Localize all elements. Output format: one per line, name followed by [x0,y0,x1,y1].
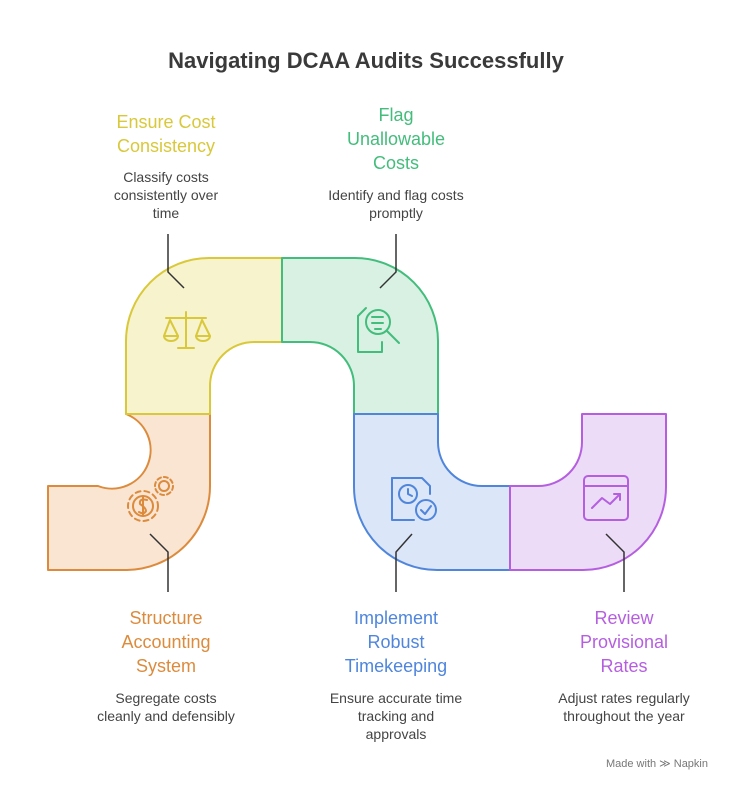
connector-structure [149,533,169,592]
connector-timekeeping [395,533,413,592]
segment-timekeeping [353,413,511,571]
connector-consistency [167,234,185,289]
step-label-rates: Review Provisional Rates [579,608,669,676]
step-label-timekeeping: Implement Robust Timekeeping [344,608,448,676]
trend-chart-icon [583,475,629,521]
document-search-icon [357,307,400,353]
step-desc-timekeeping: Ensure accurate time tracking and approv… [329,690,463,742]
segment-rates [509,413,667,571]
step-label-structure: Structure Accounting System [121,608,211,676]
step-desc-consistency: Classify costs consistently over time [113,169,219,221]
step-desc-rates: Adjust rates regularly throughout the ye… [558,690,690,724]
connector-flag [379,234,397,289]
segment-structure [47,413,211,571]
gear-dollar-icon [127,476,174,522]
clock-check-icon [391,477,437,521]
napkin-credit: Made with ≫ Napkin [605,758,708,770]
step-desc-flag: Identify and flag costs promptly [328,187,464,221]
connector-rates [605,533,625,592]
segment-flag [281,257,439,415]
step-desc-structure: Segregate costs cleanly and defensibly [97,690,235,724]
diagram-title: Navigating DCAA Audits Successfully [168,48,564,73]
balance-scale-icon [163,311,211,349]
step-label-consistency: Ensure Cost Consistency [116,112,216,156]
step-label-flag: Flag Unallowable Costs [346,105,446,173]
